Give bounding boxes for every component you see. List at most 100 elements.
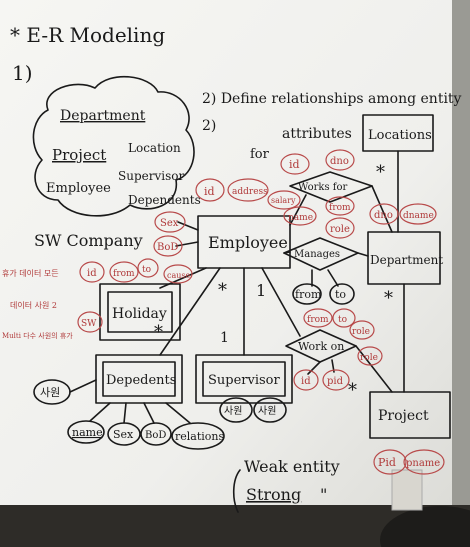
- attr-mg-to-label: to: [335, 288, 346, 301]
- attr-wo-id-label: id: [301, 376, 311, 387]
- attr-wo-pid: [322, 369, 350, 391]
- entity-department-label: Department: [370, 253, 443, 267]
- attr-wf-from: [325, 196, 355, 216]
- card-1: *: [376, 162, 385, 183]
- attr-emp-sex-label: Sex: [160, 218, 179, 229]
- rel-work-on-label: Work on: [298, 340, 344, 353]
- attr-sup-a2-label: 사원: [258, 405, 276, 417]
- attr-mg-from-label: from: [295, 288, 322, 301]
- entity-supervisor-label: Supervisor: [208, 373, 281, 388]
- weak-note-line2: Strong: [246, 485, 301, 504]
- step-1: 1): [12, 61, 33, 85]
- right-edge-shadow: [452, 0, 470, 547]
- weak-note-line1: Weak entity: [244, 457, 340, 476]
- card-7: 1: [220, 330, 229, 346]
- attr-emp-id-label: id: [204, 185, 215, 198]
- attr-dept-dname: [399, 203, 437, 225]
- entity-employee-label: Employee: [208, 233, 288, 252]
- person-silhouette: [380, 506, 470, 547]
- attr-hol-cause: [163, 264, 193, 284]
- cloud-employee: Employee: [46, 181, 111, 196]
- attr-wf-role: [325, 217, 355, 239]
- attr-dep-relation: [171, 422, 225, 450]
- attr-hol-id-label: id: [87, 268, 97, 279]
- cup: [391, 469, 423, 511]
- attr-emp-name: [283, 206, 317, 226]
- attr-emp-address: [227, 178, 269, 202]
- step-2-attributes: attributes: [282, 126, 352, 142]
- attr-wf-id: [280, 153, 310, 175]
- attr-wo-pid-label: pid: [327, 376, 344, 387]
- attr-dep-name-label: name: [72, 426, 103, 439]
- cloud-location: Location: [128, 141, 181, 155]
- attr-wo-to: [332, 308, 356, 328]
- attr-emp-address-label: address: [232, 187, 268, 197]
- attr-wf-salary: [267, 190, 301, 210]
- step-2-relationships: 2) Define relationships among entity: [202, 91, 462, 107]
- attr-hol-side-label: SW: [81, 319, 97, 329]
- attr-wo-note: [357, 346, 383, 366]
- cloud-supervisor: Supervisor: [118, 169, 184, 183]
- attr-emp-sex: [154, 211, 186, 233]
- attr-dep-name: [67, 420, 105, 444]
- attr-dep-bod: [140, 422, 172, 446]
- card-6: *: [348, 380, 357, 401]
- card-3: 1: [256, 281, 266, 300]
- rel-manages: [283, 237, 359, 271]
- attr-hol-cause-label: cause: [167, 271, 191, 280]
- entity-holiday-outer: [99, 283, 181, 341]
- entity-holiday-label: Holiday: [112, 306, 167, 322]
- rel-works-for-label: Works for: [298, 182, 347, 193]
- attr-sup-a1: [219, 397, 253, 423]
- attr-dept-dno: [369, 203, 399, 225]
- attr-wo-note-label: role: [360, 353, 378, 363]
- attr-wf-from-label: from: [329, 203, 351, 213]
- attr-dept-dno-label: dno: [374, 210, 393, 221]
- weak-note-ditto: ": [320, 485, 327, 504]
- attr-hol-side: [77, 311, 103, 333]
- cloud-department: Department: [60, 108, 146, 124]
- attr-mg-from: [292, 283, 322, 305]
- attr-wo-id: [293, 369, 319, 391]
- attr-wf-role-label: role: [330, 224, 350, 235]
- attr-wo-role-label: role: [352, 327, 370, 337]
- korean-note-2: 데이터 사원 2: [10, 300, 57, 310]
- korean-note-1: 휴가 데이터 모든: [2, 268, 59, 278]
- attr-mg-to: [329, 283, 355, 305]
- attr-sup-a2: [253, 397, 287, 423]
- entity-dependents-inner: [102, 361, 176, 397]
- attr-emp-bod: [153, 235, 183, 257]
- dependents-attr-lines: [69, 379, 191, 424]
- attr-wo-role: [349, 320, 375, 340]
- attr-hol-from: [109, 261, 139, 283]
- heading: * E-R Modeling: [10, 23, 165, 47]
- rel-manages-label: Manages: [294, 249, 340, 260]
- attr-wo-from-label: from: [307, 315, 329, 325]
- weak-note-bracket: [232, 469, 241, 513]
- attr-dept-dname-label: dname: [403, 211, 434, 221]
- attr-hol-to: [137, 258, 159, 278]
- attr-proj-pid: [373, 449, 407, 475]
- attr-dep-bod-label: BoD: [145, 430, 166, 441]
- card-5: *: [154, 322, 163, 343]
- attr-proj-pname-label: pname: [406, 458, 440, 469]
- attr-hol-to-label: to: [142, 265, 151, 275]
- entity-supervisor-inner: [202, 361, 286, 397]
- entity-cloud: [32, 75, 195, 217]
- step-2-number: 2): [202, 118, 216, 134]
- attr-emp-bod-label: BoD: [157, 242, 178, 253]
- attr-hol-from-label: from: [113, 269, 135, 279]
- attr-hol-id: [79, 261, 105, 283]
- attr-wo-from: [303, 308, 333, 328]
- attr-wf-dno-label: dno: [330, 156, 349, 167]
- cloud-project: Project: [52, 146, 106, 164]
- attr-wf-dno: [325, 149, 355, 171]
- card-2: *: [218, 280, 227, 301]
- cloud-dependents: Dependents: [128, 193, 201, 207]
- entity-dependents-outer: [95, 354, 183, 404]
- korean-note-3: Multi 다수 사원의 휴가: [2, 331, 73, 340]
- entity-project: [369, 391, 451, 439]
- attr-wf-salary-label: salary: [271, 196, 296, 205]
- attr-wo-to-label: to: [338, 315, 347, 325]
